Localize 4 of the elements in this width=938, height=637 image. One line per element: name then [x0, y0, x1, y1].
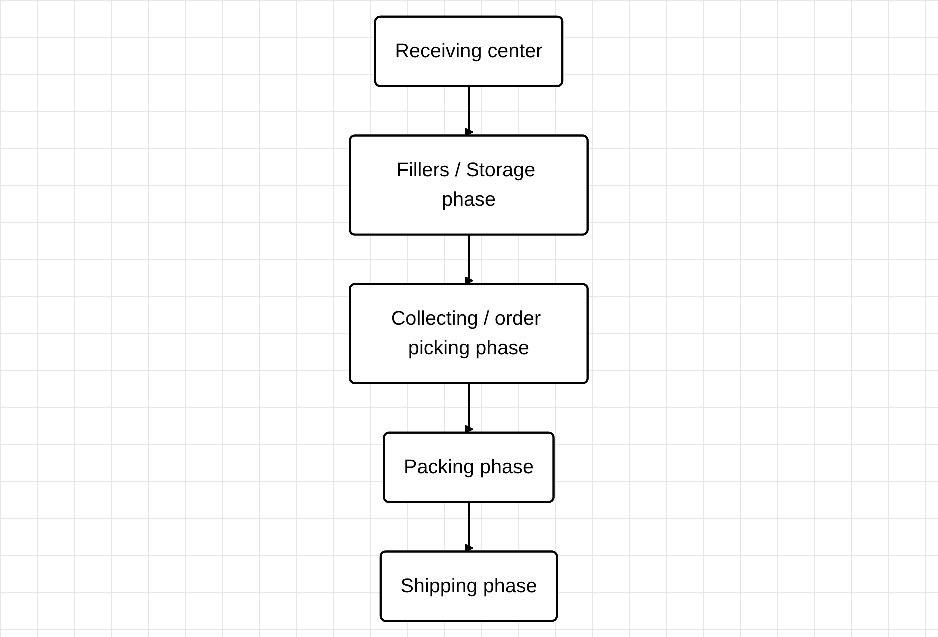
arrow [465, 85, 474, 136]
arrow [465, 501, 474, 552]
arrow [465, 382, 474, 434]
arrow [465, 234, 474, 285]
